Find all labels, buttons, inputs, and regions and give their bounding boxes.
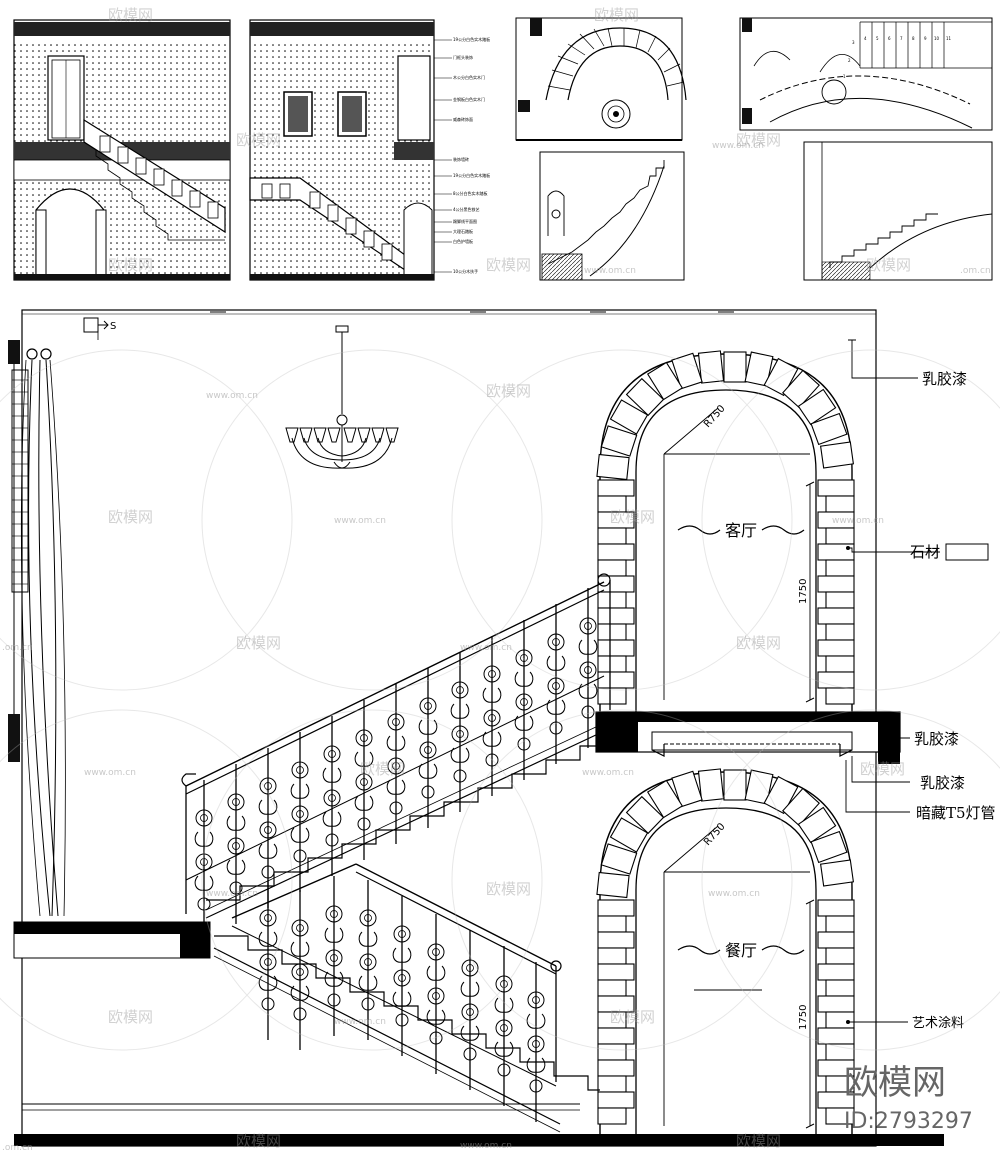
wm-brand-1: 欧模网 <box>108 6 153 24</box>
wm-brand-12: 欧模网 <box>736 634 781 652</box>
label-latex-mid2: 乳胶漆 <box>920 774 965 792</box>
wm-brand-14: 欧模网 <box>860 760 905 778</box>
stair-num-4: 4 <box>864 36 867 41</box>
note-9: 4公分黑色铁艺 <box>453 206 480 212</box>
thumbnail-elevation-left <box>13 19 231 281</box>
wm-brand-11: 欧模网 <box>236 634 281 652</box>
wm-url-10: www.om.cn <box>460 1141 512 1151</box>
label-latex-mid1: 乳胶漆 <box>914 730 959 748</box>
stair-num-10: 10 <box>934 36 940 41</box>
wm-url-2: www.om.cn <box>334 516 386 526</box>
wm-url-corner-2: .om.cn <box>2 1143 33 1153</box>
upper-height-dim: 1750 <box>798 579 809 604</box>
living-room-label: 客厅 <box>725 521 757 540</box>
lower-stair-flight <box>213 863 600 1133</box>
wm-brand-5: 欧模网 <box>108 256 153 274</box>
lower-balusters <box>258 875 546 1123</box>
wm-brand-8: 欧模网 <box>486 382 531 400</box>
stair-num-6: 6 <box>888 36 891 41</box>
wm-brand-2: 欧模网 <box>594 6 639 24</box>
upper-stair-flight <box>181 573 611 919</box>
label-latex-top: 乳胶漆 <box>922 370 967 388</box>
wm-url-4: www.om.cn <box>460 643 512 653</box>
wm-url-6: www.om.cn <box>582 768 634 778</box>
wm-url-corner-1: .om.cn <box>2 643 33 653</box>
stair-num-11: 11 <box>946 36 952 41</box>
cove-light <box>651 731 853 757</box>
wm-url-9: www.om.cn <box>334 1017 386 1027</box>
note-12: 白色护墙板 <box>453 238 473 244</box>
stair-num-8: 8 <box>912 36 915 41</box>
wm-brand-17: 欧模网 <box>610 1008 655 1026</box>
thumbnail-elevation-right: 19公分白色实木踏板 门框头装饰 木公分白色实木门 金钢板白色实木门 威森砖饰面… <box>249 19 490 281</box>
note-10: 踢脚线平面图 <box>453 218 477 224</box>
wm-url-corner-3: .om.cn <box>960 266 991 276</box>
note-5: 威森砖饰面 <box>453 116 473 122</box>
wm-brand-10: 欧模网 <box>610 508 655 526</box>
watermark-layer: 欧模网 欧模网 欧模网 欧模网 欧模网 欧模网 欧模网 欧模网 欧模网 欧模网 … <box>0 6 1000 1153</box>
stair-num-9: 9 <box>924 36 927 41</box>
label-stone: 石材 <box>910 543 940 561</box>
upper-radius-dim: R750 <box>702 403 728 430</box>
section-mark: S <box>83 317 116 340</box>
wm-url-3: www.om.cn <box>832 516 884 526</box>
upper-stone-arch <box>596 350 855 712</box>
note-6: 装饰墙砖 <box>453 156 469 162</box>
stair-num-7: 7 <box>900 36 903 41</box>
curtain <box>11 348 66 917</box>
stair-num-3: 3 <box>852 40 855 45</box>
wm-url-7: www.om.cn <box>206 889 258 899</box>
wm-brand-7: 欧模网 <box>866 256 911 274</box>
note-7: 19公分白色实木踏板 <box>453 172 490 178</box>
wm-brand-16: 欧模网 <box>108 1008 153 1026</box>
lower-height-dim: 1750 <box>798 1005 809 1030</box>
thumbnail-curved-stair-section <box>539 151 685 281</box>
stair-num-2: 2 <box>848 58 851 63</box>
leaders <box>845 339 940 1023</box>
wm-brand-13: 欧模网 <box>360 760 405 778</box>
wm-brand-9: 欧模网 <box>108 508 153 526</box>
brand-id: ID:2793297 <box>844 1109 973 1134</box>
note-11: 大理石踏板 <box>453 228 473 234</box>
note-8: 8公分白色实木踏板 <box>453 190 488 196</box>
wm-brand-4: 欧模网 <box>736 131 781 149</box>
wm-brand-15: 欧模网 <box>486 880 531 898</box>
wm-url-12: www.om.cn <box>584 266 636 276</box>
thumbnail-numbered-stair-plan: 1 2 3 4 5 6 7 8 9 10 11 <box>739 17 993 131</box>
dining-room-label: 餐厅 <box>725 941 757 960</box>
note-4: 金钢板白色实木门 <box>453 96 485 102</box>
stair-num-5: 5 <box>876 36 879 41</box>
note-13: 10公分木扶手 <box>453 268 478 274</box>
wm-url-5: www.om.cn <box>84 768 136 778</box>
wm-url-8: www.om.cn <box>708 889 760 899</box>
note-2: 门框头装饰 <box>453 54 473 60</box>
chandelier-icon <box>285 325 399 469</box>
label-art-paint: 艺术涂料 <box>912 1015 964 1031</box>
thumbnail-curved-stair-plan <box>515 17 687 141</box>
note-1: 19公分白色实木踏板 <box>453 36 490 42</box>
stair-num-1: 1 <box>843 74 846 79</box>
main-elevation: S <box>8 309 996 1147</box>
brand-name: 欧模网 <box>844 1063 946 1103</box>
brand-mark: 欧模网 ID:2793297 <box>844 1063 973 1134</box>
lower-stone-arch <box>596 768 855 1134</box>
label-hidden-light: 暗藏T5灯管 <box>916 804 996 822</box>
wm-url-11: www.om.cn <box>712 141 764 151</box>
wm-brand-19: 欧模网 <box>736 1132 781 1150</box>
section-mark-label: S <box>110 321 116 332</box>
thumbnail-stair-elevation <box>803 141 993 281</box>
wm-brand-6: 欧模网 <box>486 256 531 274</box>
wm-brand-18: 欧模网 <box>236 1132 281 1150</box>
note-3: 木公分白色实木门 <box>453 74 485 80</box>
wm-url-1: www.om.cn <box>206 391 258 401</box>
wm-brand-3: 欧模网 <box>236 131 281 149</box>
